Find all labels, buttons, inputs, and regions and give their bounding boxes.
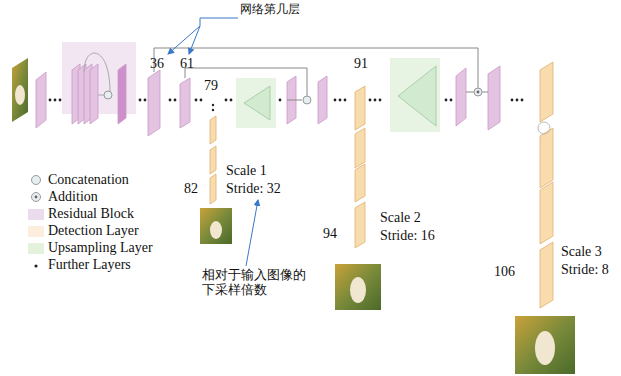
legend-text: Addition bbox=[48, 189, 98, 205]
layer-number: 79 bbox=[204, 78, 218, 94]
layer-number: 36 bbox=[150, 56, 164, 72]
scale-label: Scale 2 bbox=[380, 210, 421, 226]
input-image bbox=[12, 58, 28, 122]
legend-text: Further Layers bbox=[48, 257, 131, 273]
further-dots bbox=[49, 99, 524, 112]
legend-text: Residual Block bbox=[48, 206, 134, 222]
stride-label: Stride: 8 bbox=[561, 262, 609, 278]
note-text: 网络第几层 bbox=[240, 3, 300, 17]
legend-text: Detection Layer bbox=[48, 223, 139, 239]
upsampling-region bbox=[236, 78, 276, 128]
output-images bbox=[200, 208, 575, 374]
skip-lines bbox=[154, 48, 488, 100]
layer-number: 61 bbox=[180, 56, 194, 72]
legend-text: Concatenation bbox=[48, 172, 129, 188]
layer-number: 106 bbox=[494, 264, 515, 280]
annotation-arrows bbox=[168, 18, 258, 266]
stride-label: Stride: 16 bbox=[380, 228, 435, 244]
layer-number: 94 bbox=[323, 226, 337, 242]
stride-label: Stride: 32 bbox=[226, 181, 281, 197]
scale-label: Scale 1 bbox=[226, 163, 267, 179]
layer-number: 91 bbox=[354, 56, 368, 72]
layer-number: 82 bbox=[184, 181, 198, 197]
legend-swatch bbox=[28, 226, 44, 237]
legend-swatch bbox=[28, 209, 44, 220]
legend-text: Upsampling Layer bbox=[48, 240, 153, 256]
scale-label: Scale 3 bbox=[561, 244, 602, 260]
legend-swatch bbox=[28, 243, 44, 254]
note-text: 相对于输入图像的 下采样倍数 bbox=[202, 268, 314, 298]
